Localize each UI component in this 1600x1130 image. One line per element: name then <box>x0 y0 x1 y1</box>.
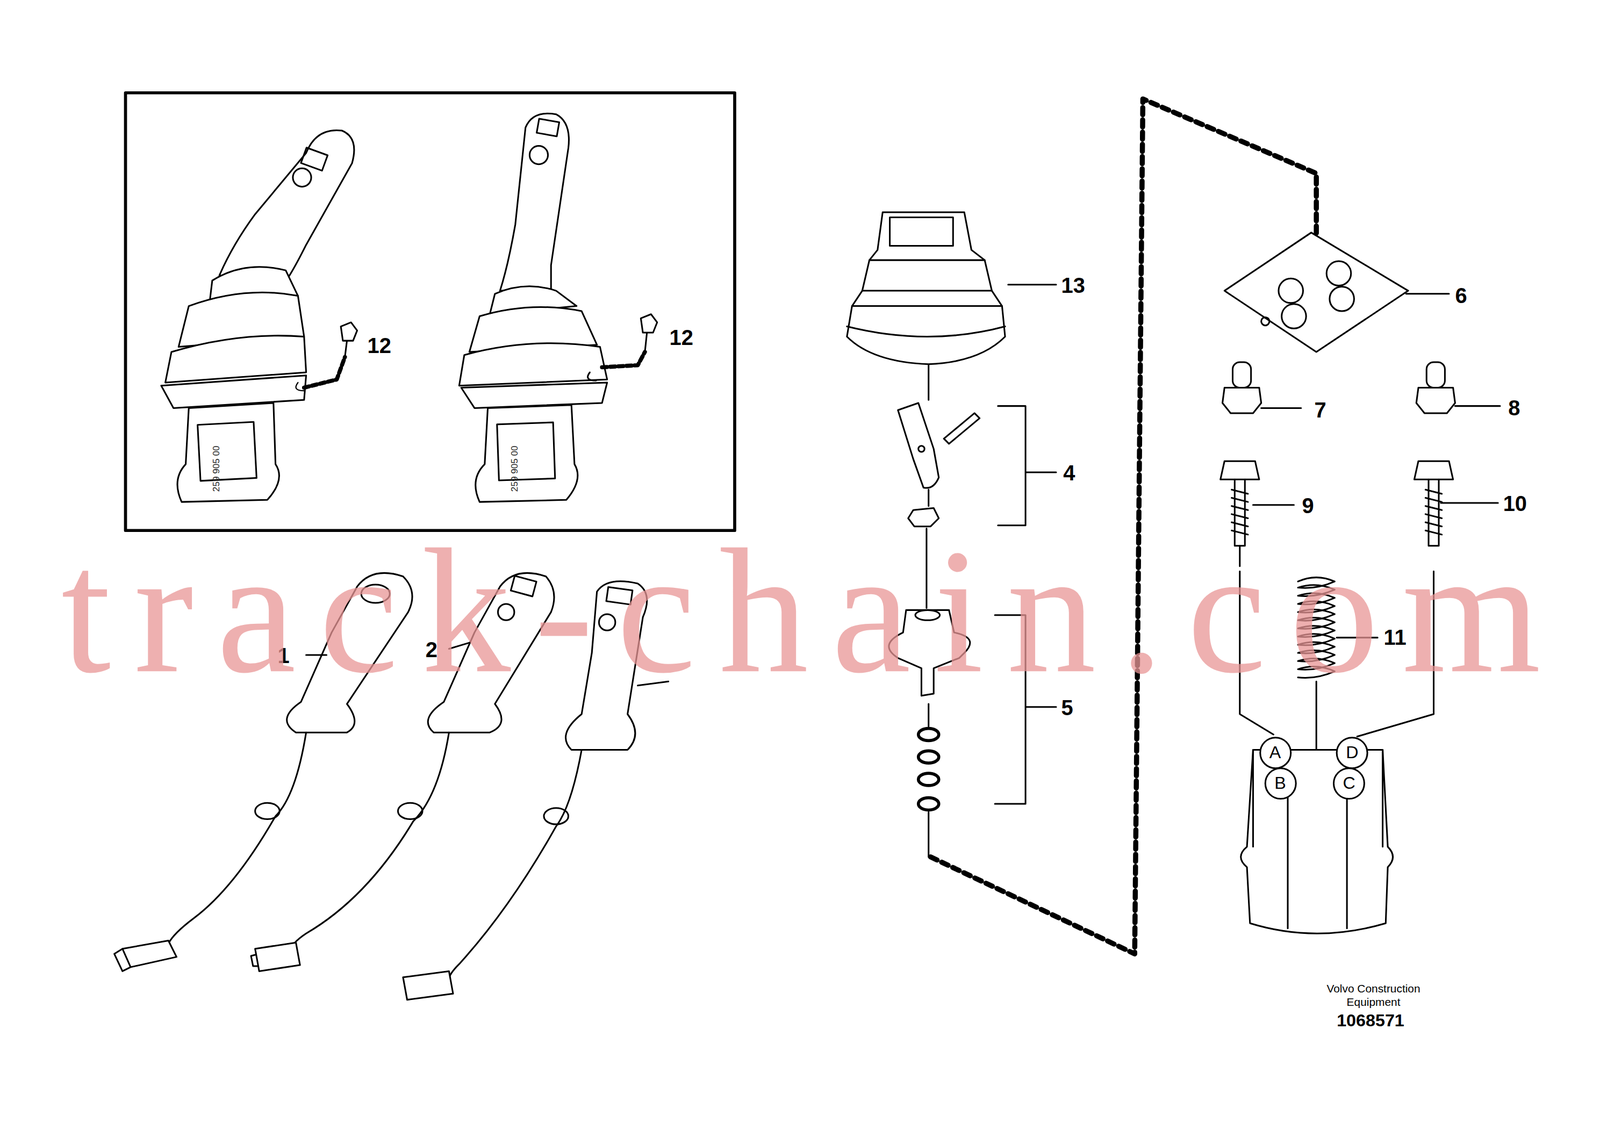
joystick-assembly <box>458 113 657 502</box>
inset-frame <box>125 92 735 531</box>
callout-number: 10 <box>1503 492 1527 515</box>
callout-number: 13 <box>1061 274 1086 297</box>
callout-number: 12 <box>669 326 693 349</box>
watermark: track-chain.com <box>61 522 1564 701</box>
top-plate <box>1224 232 1449 353</box>
callout-number: 6 <box>1454 284 1467 307</box>
callout-number: 4 <box>1063 462 1075 484</box>
port-letter: B <box>1274 774 1287 792</box>
callout-number: 7 <box>1314 398 1326 421</box>
callout-number: 12 <box>367 334 391 357</box>
joystick-assembly <box>161 130 358 502</box>
callout-number: 9 <box>1302 494 1315 517</box>
part-stamp: 259 905 00 <box>510 446 520 493</box>
port-letter: C <box>1343 774 1356 792</box>
port-letter: A <box>1269 743 1282 762</box>
port-letter: D <box>1345 743 1359 762</box>
brand-caption: Volvo Construction Equipment <box>1312 982 1436 1009</box>
drawing-number: 1068571 <box>1336 1012 1405 1030</box>
rubber-boot <box>847 212 1057 400</box>
valve-housing <box>1240 737 1394 935</box>
callout-number: 8 <box>1508 397 1520 419</box>
part-stamp: 259 905 00 <box>212 446 222 493</box>
